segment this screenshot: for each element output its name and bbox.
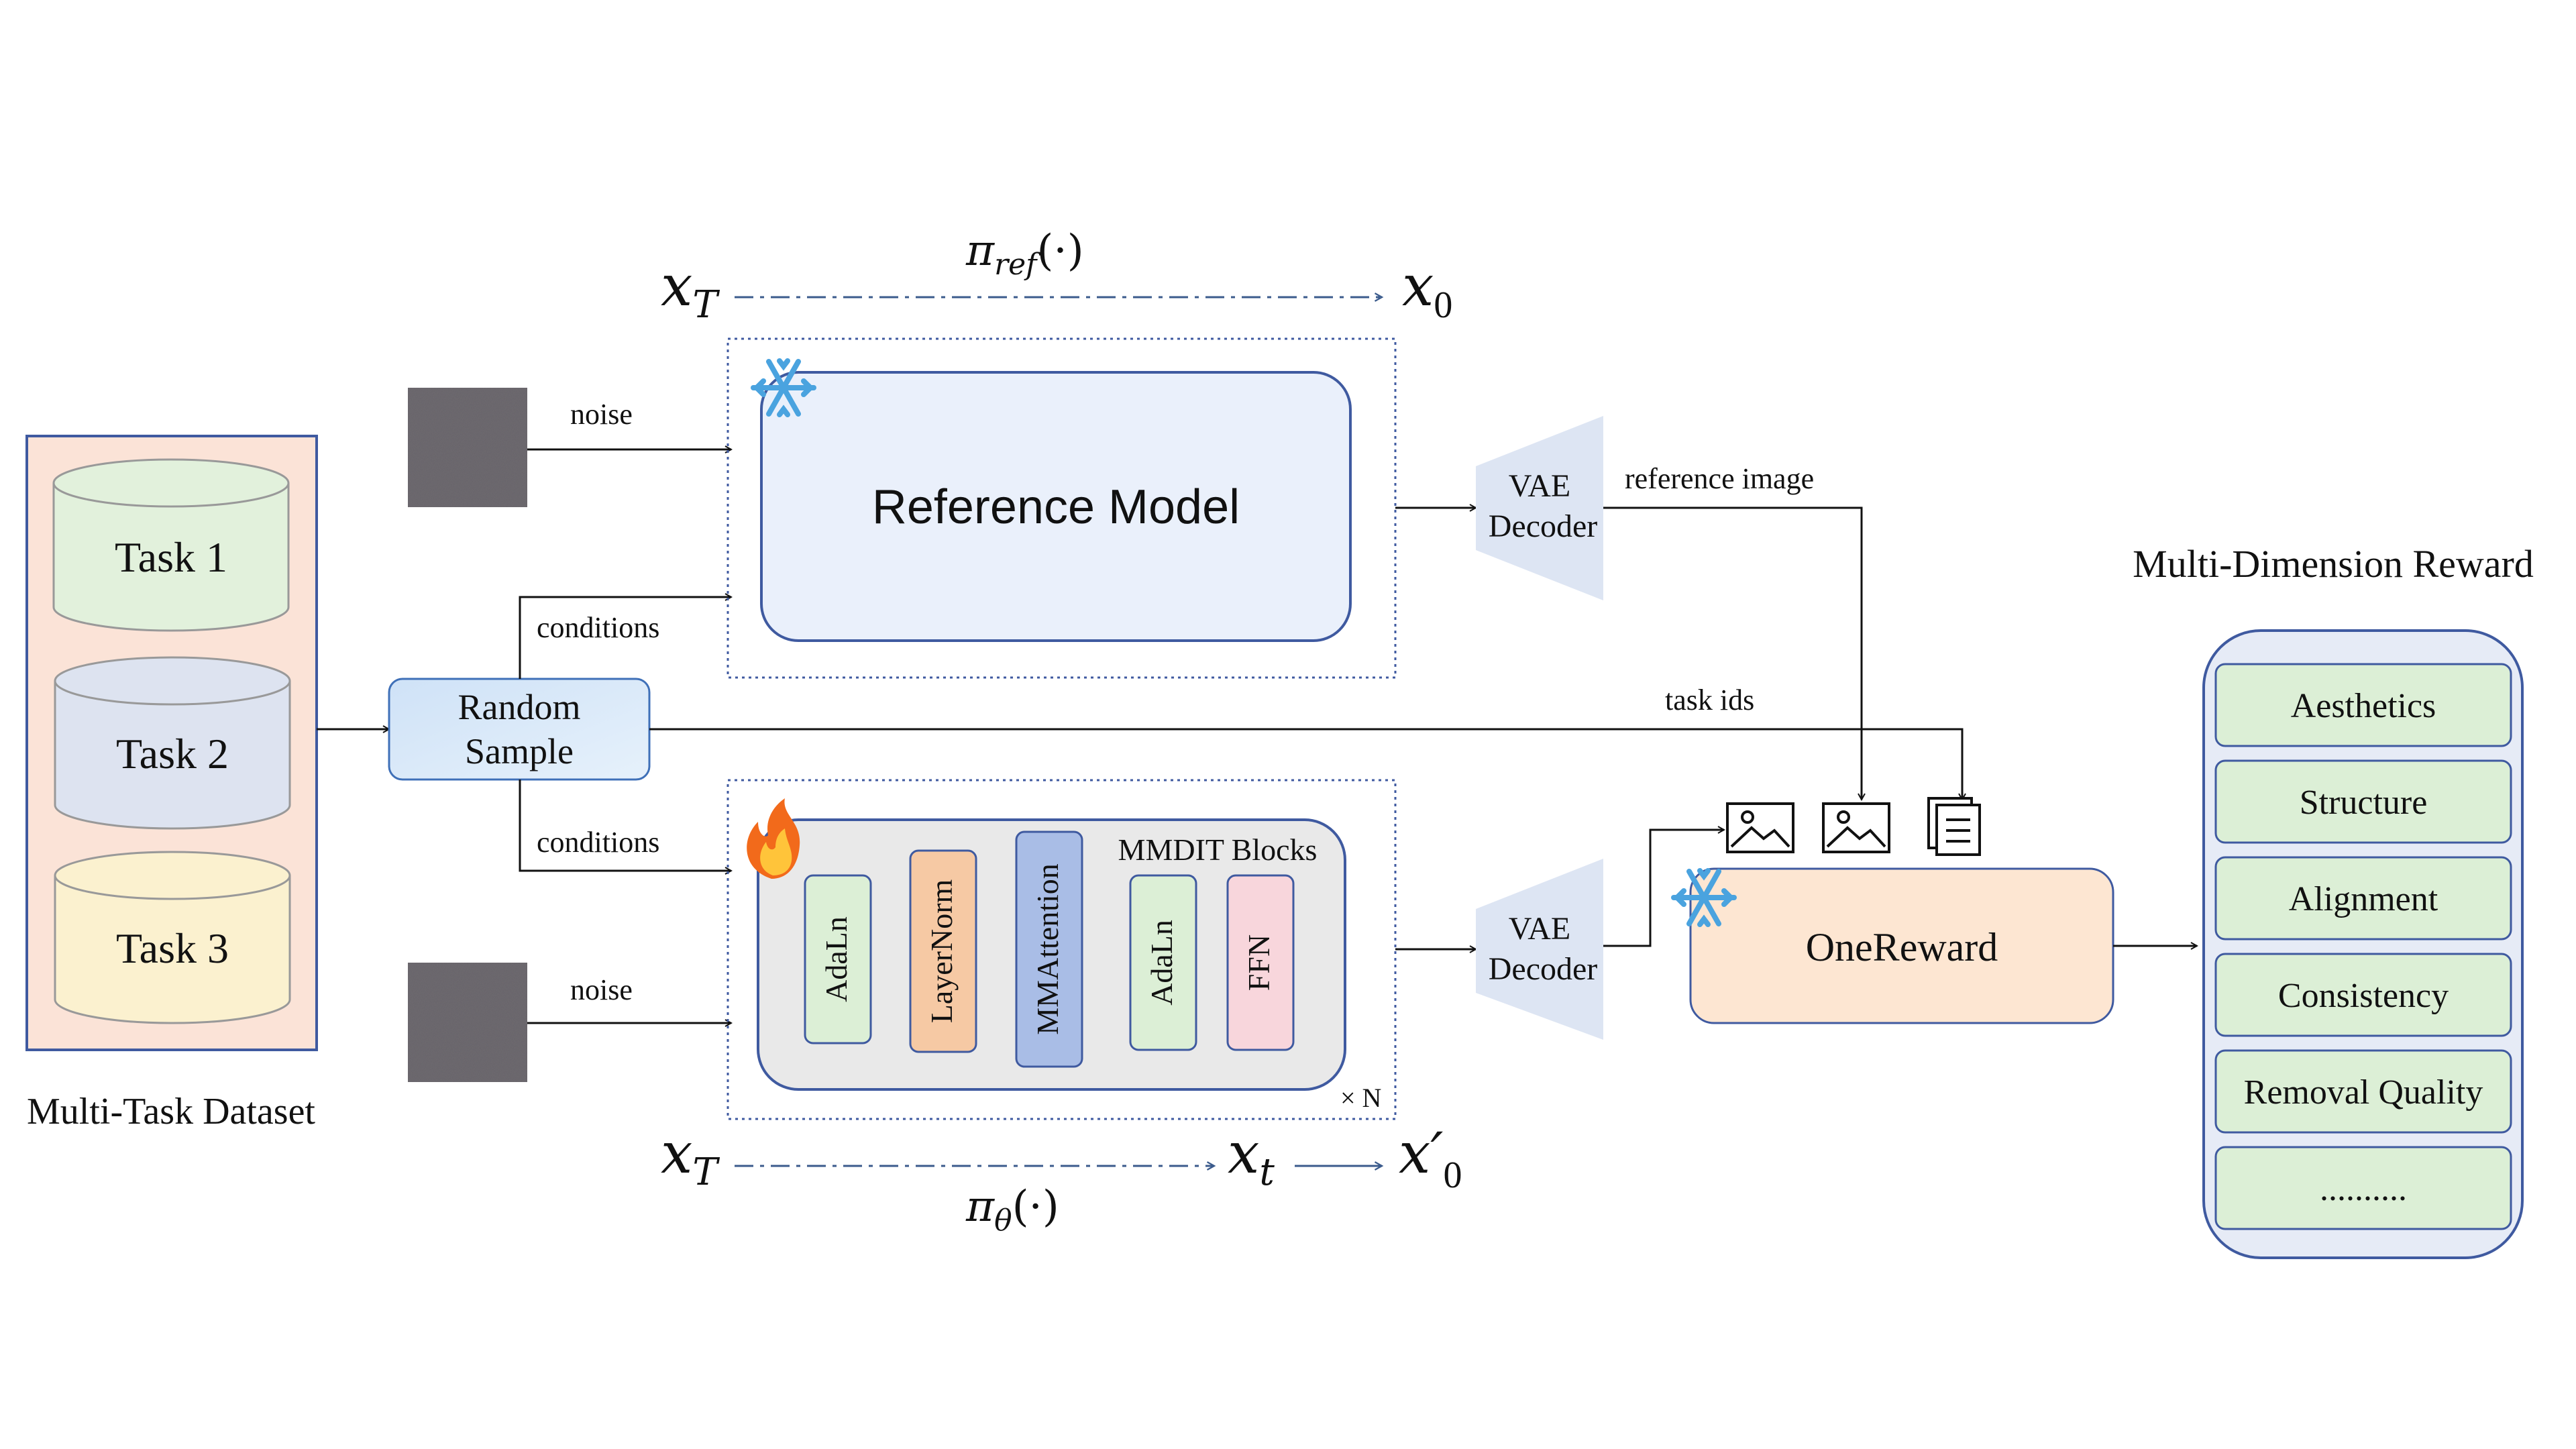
x0-prime-bottom: x′0 <box>1399 1120 1462 1196</box>
vae-top-line1: VAE <box>1509 468 1570 504</box>
arrow-generated-image <box>1603 830 1724 947</box>
mmdit-title: MMDIT Blocks <box>1118 833 1318 867</box>
task-3-label: Task 3 <box>116 924 229 972</box>
noise-top-label: noise <box>570 398 633 431</box>
reward-item-label: Consistency <box>2278 977 2449 1015</box>
noise-image-top <box>408 388 527 507</box>
xt-bottom: xt <box>1228 1120 1275 1194</box>
policy-trajectory: xT xt x′0 πθ(·) <box>661 1120 1462 1238</box>
reward-item-label: Aesthetics <box>2291 687 2436 725</box>
reward-item-label: Structure <box>2300 784 2428 822</box>
block-ffn-label: FFN <box>1242 934 1276 991</box>
task-ids-label: task ids <box>1665 684 1754 716</box>
arrow-task-ids <box>649 728 1962 800</box>
fire-icon <box>747 798 800 879</box>
reward-item-label: .......... <box>2320 1170 2407 1208</box>
block-adaln-2-label: AdaLn <box>1144 920 1179 1006</box>
noise-image-bottom <box>408 963 527 1082</box>
onereward-title: OneReward <box>1806 925 1998 969</box>
xT-bottom: xT <box>661 1120 720 1194</box>
task-1-cylinder: Task 1 <box>52 458 290 632</box>
conditions-top-label: conditions <box>537 611 659 644</box>
image-icon <box>1822 802 1890 853</box>
block-mmattention-label: MMAttention <box>1030 863 1065 1035</box>
conditions-bottom-label: conditions <box>537 826 659 859</box>
pi-ref: πref(·) <box>965 226 1084 282</box>
block-adaln-1-label: AdaLn <box>819 916 853 1002</box>
vae-decoder-bottom: VAE Decoder <box>1476 859 1603 1040</box>
vae-bottom-line1: VAE <box>1509 911 1570 947</box>
block-mmattention: MMAttention <box>1015 830 1083 1068</box>
xT-top: xT <box>661 253 720 327</box>
reward-title: Multi-Dimension Reward <box>2133 542 2534 586</box>
snowflake-icon <box>751 358 816 417</box>
reward-items: AestheticsStructureAlignmentConsistencyR… <box>2214 663 2512 1230</box>
dataset-title: Multi-Task Dataset <box>27 1091 315 1132</box>
pi-theta: πθ(·) <box>965 1182 1059 1238</box>
reference-model-box: Reference Model <box>760 371 1352 642</box>
onereward-box: OneReward <box>1689 867 2114 1024</box>
random-sample-box: Random Sample <box>388 678 651 781</box>
image-icon <box>1726 802 1794 853</box>
block-adaln-2: AdaLn <box>1129 874 1197 1051</box>
reference-image-label: reference image <box>1625 462 1814 495</box>
reward-item-label: Alignment <box>2289 880 2438 918</box>
reference-trajectory: xT x0 πref(·) <box>661 226 1452 327</box>
noise-bottom-label: noise <box>570 973 633 1006</box>
reference-model-title: Reference Model <box>872 480 1240 534</box>
task-1-label: Task 1 <box>115 533 227 581</box>
reward-item-label: Removal Quality <box>2244 1073 2483 1112</box>
vae-decoder-top: VAE Decoder <box>1476 416 1603 600</box>
random-sample-line2: Sample <box>465 731 574 771</box>
document-icon <box>1927 797 1981 856</box>
reward-item: Removal Quality <box>2214 1049 2512 1134</box>
reward-item: Structure <box>2214 759 2512 844</box>
snowflake-icon <box>1671 868 1737 927</box>
block-layernorm: LayerNorm <box>909 849 977 1053</box>
vae-top-line2: Decoder <box>1489 508 1598 544</box>
task-2-label: Task 2 <box>116 730 229 777</box>
reward-item: .......... <box>2214 1146 2512 1230</box>
task-2-cylinder: Task 2 <box>54 656 291 830</box>
task-3-cylinder: Task 3 <box>54 851 291 1024</box>
x0-top: x0 <box>1402 253 1452 326</box>
arrow-reference-image <box>1603 506 1862 800</box>
random-sample-line1: Random <box>458 687 581 727</box>
reward-item: Aesthetics <box>2214 663 2512 747</box>
block-layernorm-label: LayerNorm <box>924 879 959 1024</box>
repeat-label: × N <box>1340 1083 1381 1113</box>
reward-item: Alignment <box>2214 856 2512 941</box>
multi-task-dataset: Task 1 Task 2 Task 3 <box>25 435 318 1051</box>
block-ffn: FFN <box>1226 874 1295 1051</box>
block-adaln-1: AdaLn <box>804 874 872 1044</box>
vae-bottom-line2: Decoder <box>1489 951 1598 987</box>
reward-item: Consistency <box>2214 953 2512 1037</box>
arrow-conditions-top <box>519 597 731 679</box>
arrow-conditions-bottom <box>519 780 731 871</box>
